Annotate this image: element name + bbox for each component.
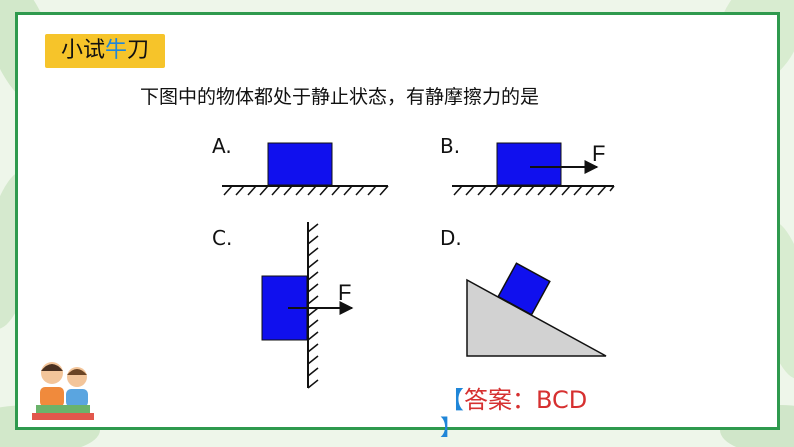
kids-reading-illustration (32, 362, 94, 420)
figure-b: F (452, 141, 615, 196)
figure-c-force-label: F (338, 280, 351, 305)
figure-c: F (261, 222, 354, 389)
figure-a-block (267, 142, 333, 186)
figure-b-block (496, 142, 562, 186)
figure-d-block (497, 262, 551, 316)
figure-a-hatch (223, 185, 389, 196)
figure-b-hatch (453, 185, 615, 196)
section-badge: 小试牛刀 (45, 34, 165, 68)
option-a-label: A. (212, 134, 232, 158)
content-panel (15, 12, 780, 430)
figure-d (466, 262, 607, 357)
option-d-label: D. (440, 226, 462, 250)
figure-a (222, 142, 389, 196)
figure-c-hatch (307, 223, 319, 389)
answer-text: 【答案：BCD】 (440, 386, 588, 441)
option-c-label: C. (212, 226, 233, 250)
question-text: 下图中的物体都处于静止状态，有静摩擦力的是 (140, 86, 540, 108)
figure-b-force-label: F (592, 141, 605, 166)
option-b-label: B. (440, 134, 461, 158)
